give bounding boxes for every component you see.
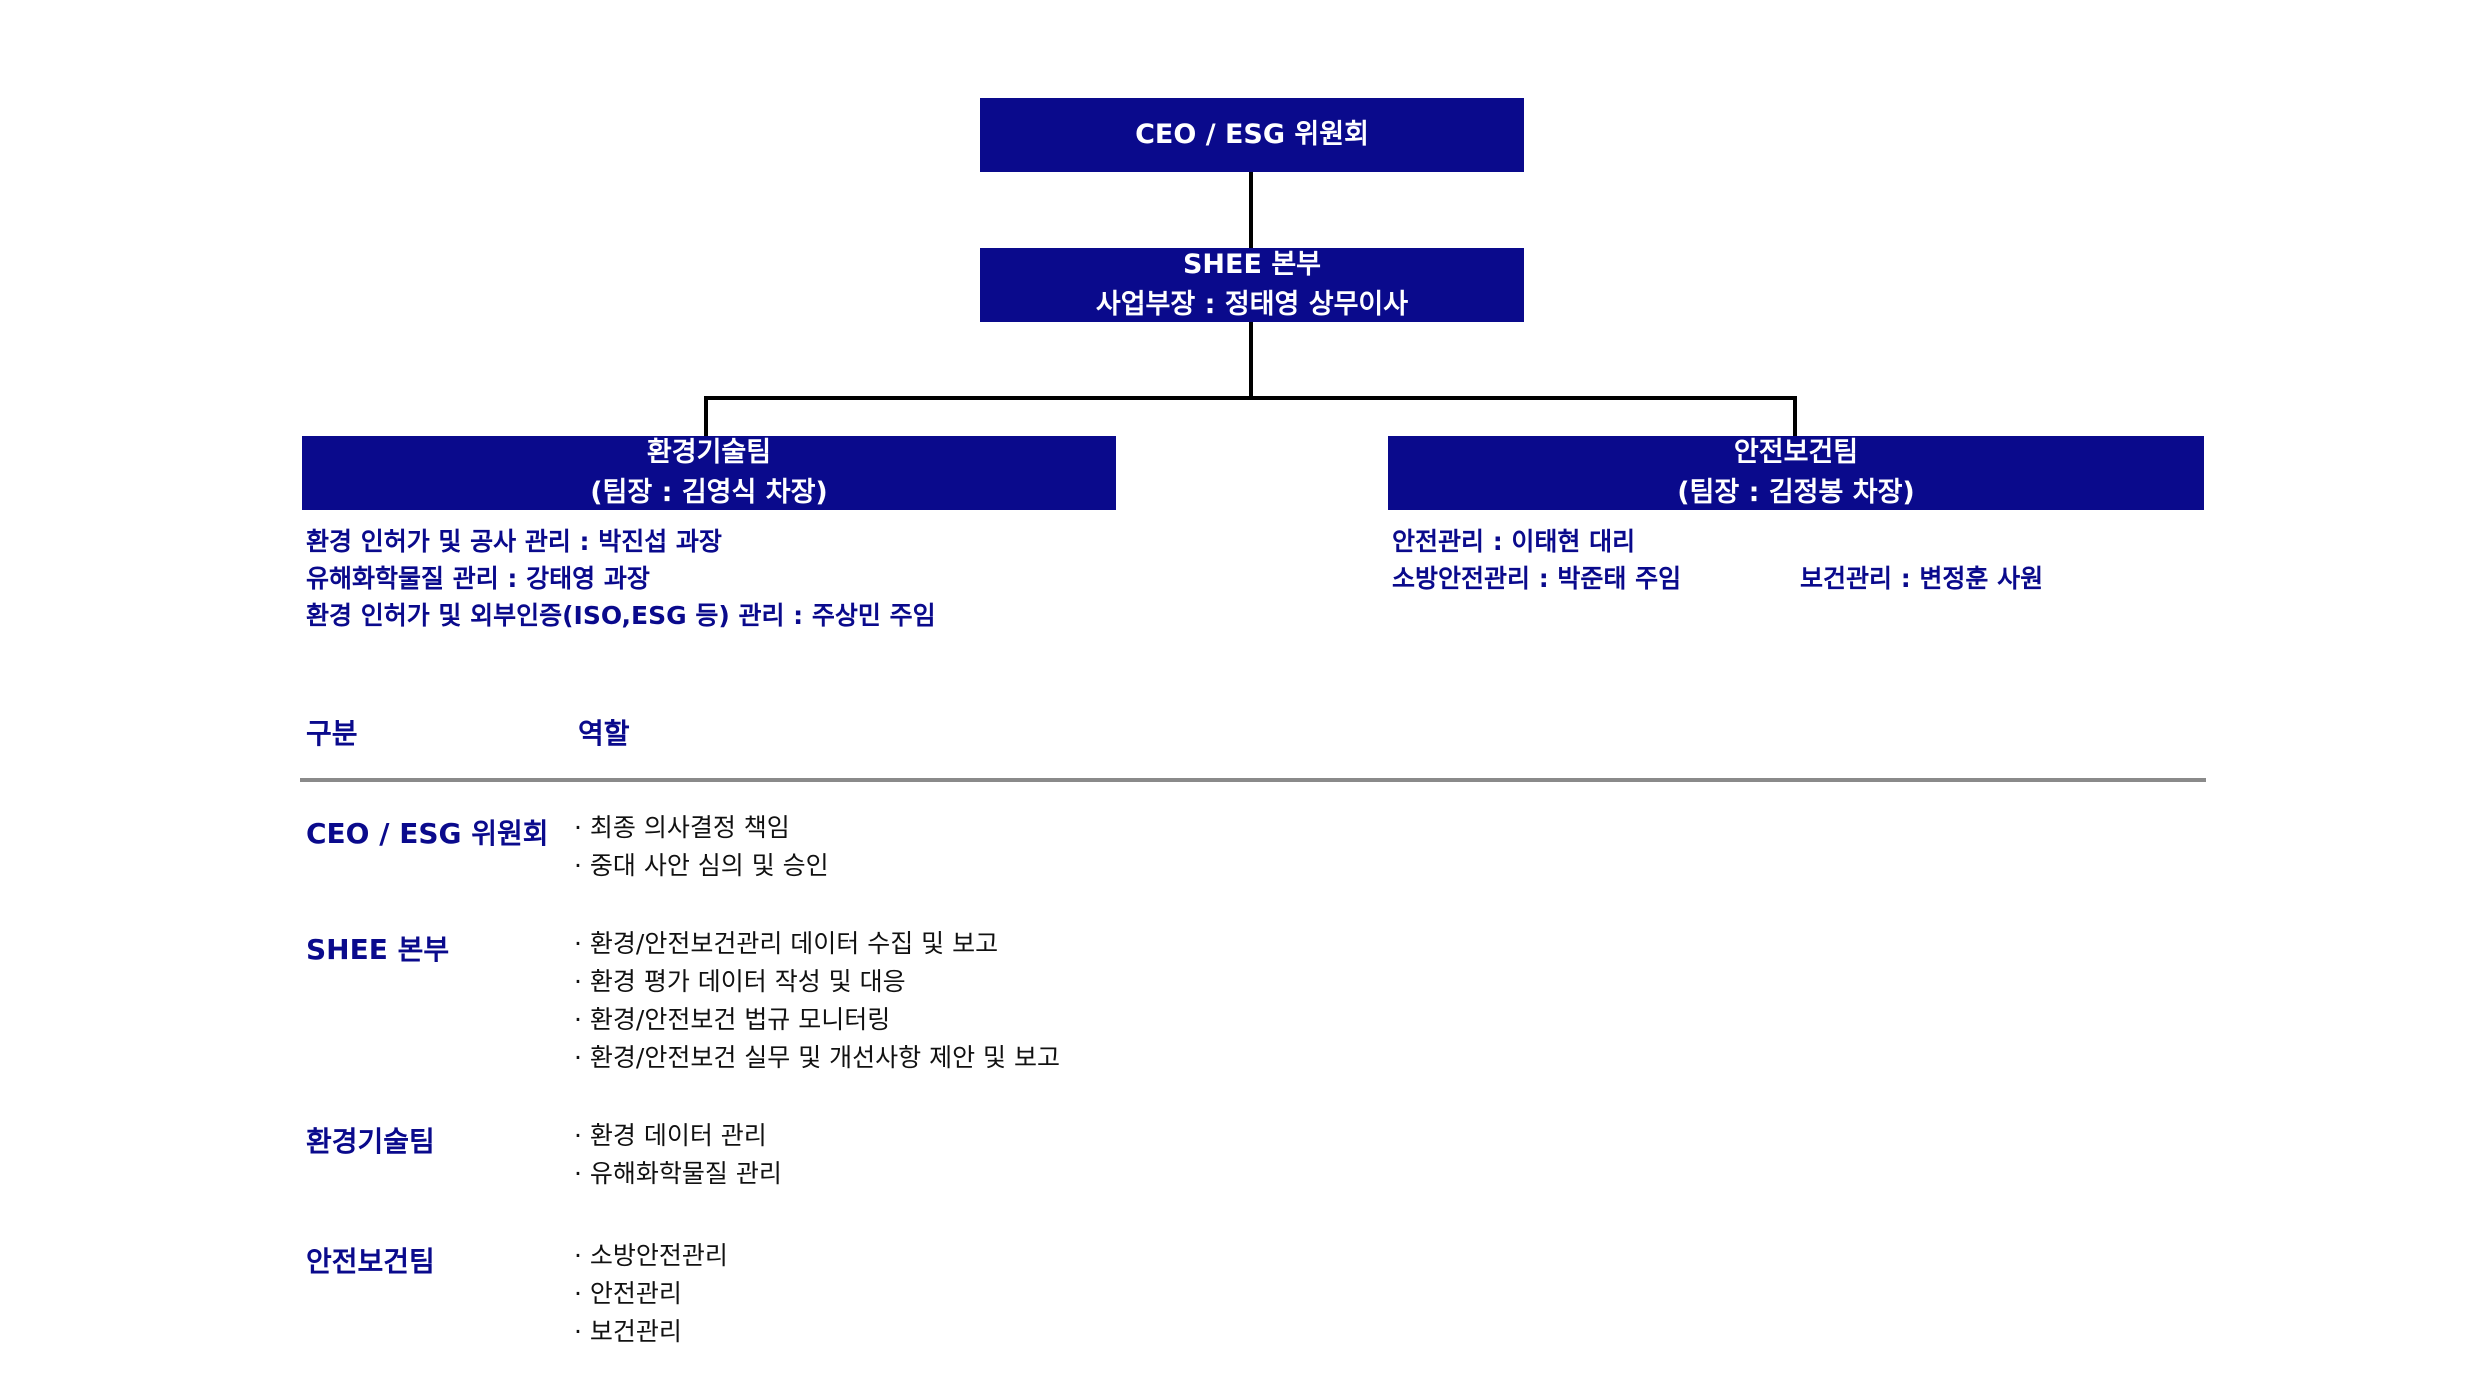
table-row-roles: · 환경/안전보건관리 데이터 수집 및 보고 · 환경 평가 데이터 작성 및… [574,925,1060,1077]
role-item: · 유해화학물질 관리 [574,1159,782,1188]
connector-safety-team [1793,396,1797,436]
table-header-category: 구분 [306,717,358,750]
env-team-leader: (팀장 : 김영식 차장) [590,477,828,508]
role-item: · 환경 평가 데이터 작성 및 대응 [574,967,906,996]
table-row-category: 환경기술팀 [306,1125,435,1158]
table-row-category: 안전보건팀 [306,1245,435,1278]
table-row-roles: · 소방안전관리 · 안전관리 · 보건관리 [574,1237,728,1351]
env-team-title: 환경기술팀 [646,437,772,468]
role-item: · 환경/안전보건 법규 모니터링 [574,1005,891,1034]
ceo-label: CEO / ESG 위원회 [1135,119,1369,150]
safety-member-health: 보건관리 : 변정훈 사원 [1800,564,2044,593]
table-row-roles: · 환경 데이터 관리 · 유해화학물질 관리 [574,1117,782,1193]
role-item: · 최종 의사결정 책임 [574,813,790,842]
safety-member: 소방안전관리 : 박준태 주임 [1392,564,1682,593]
table-row-category: SHEE 본부 [306,933,450,966]
table-header-role: 역할 [578,717,630,750]
safety-team-leader: (팀장 : 김정봉 차장) [1677,477,1915,508]
table-row-category: CEO / ESG 위원회 [306,817,549,850]
safety-team-title: 안전보건팀 [1733,437,1859,468]
role-item: · 중대 사안 심의 및 승인 [574,851,829,880]
role-item: · 안전관리 [574,1279,682,1308]
role-item: · 소방안전관리 [574,1241,728,1270]
safety-team-box: 안전보건팀 (팀장 : 김정봉 차장) [1388,436,2204,510]
connector-shee-down [1249,322,1253,398]
env-member: 환경 인허가 및 공사 관리 : 박진섭 과장 [306,527,722,556]
env-team-box: 환경기술팀 (팀장 : 김영식 차장) [302,436,1116,510]
safety-member: 안전관리 : 이태현 대리 [1392,527,1636,556]
connector-ceo-shee [1249,172,1253,248]
env-members-list: 환경 인허가 및 공사 관리 : 박진섭 과장 유해화학물질 관리 : 강태영 … [306,523,936,634]
role-item: · 환경/안전보건관리 데이터 수집 및 보고 [574,929,999,958]
role-item: · 환경/안전보건 실무 및 개선사항 제안 및 보고 [574,1043,1060,1072]
ceo-box: CEO / ESG 위원회 [980,98,1524,172]
connector-horizontal [704,396,1797,400]
env-member: 환경 인허가 및 외부인증(ISO,ESG 등) 관리 : 주상민 주임 [306,601,936,630]
shee-box: SHEE 본부 사업부장 : 정태영 상무이사 [980,248,1524,322]
env-member: 유해화학물질 관리 : 강태영 과장 [306,564,650,593]
safety-members-list: 안전관리 : 이태현 대리 소방안전관리 : 박준태 주임 [1392,523,1681,597]
shee-title: SHEE 본부 [1182,249,1321,280]
role-item: · 환경 데이터 관리 [574,1121,767,1150]
role-item: · 보건관리 [574,1317,682,1346]
table-header-rule [300,778,2206,782]
table-row-roles: · 최종 의사결정 책임 · 중대 사안 심의 및 승인 [574,809,829,885]
shee-head: 사업부장 : 정태영 상무이사 [1095,289,1409,320]
connector-env-team [704,396,708,436]
